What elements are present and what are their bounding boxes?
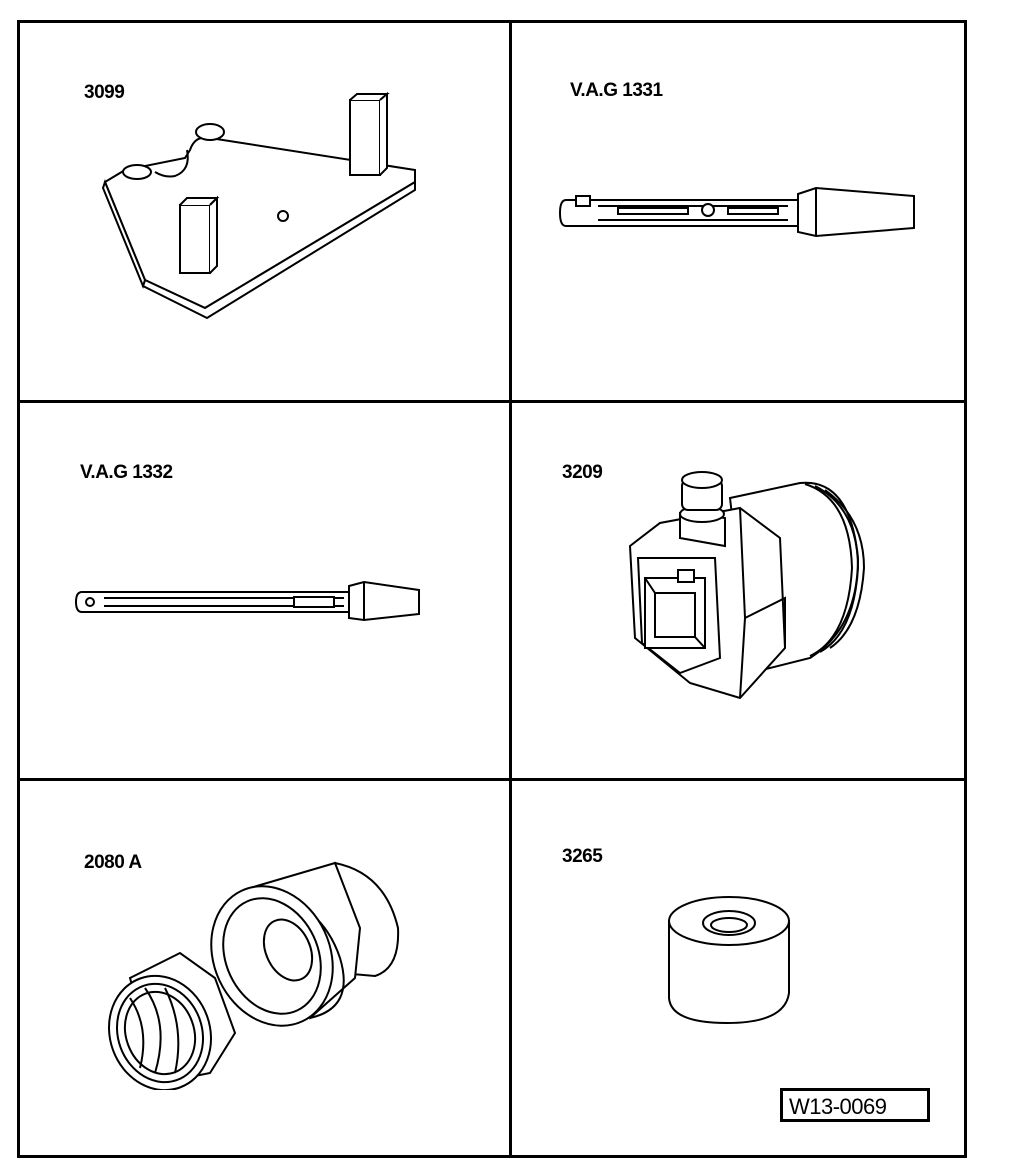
grid-horizontal-divider-2 (20, 778, 964, 781)
socket-adapter-icon (628, 471, 866, 700)
reference-number: W13-0069 (789, 1094, 887, 1119)
puller-sleeves-icon (107, 861, 400, 1090)
grid-horizontal-divider-1 (20, 400, 964, 403)
setting-plate-icon (101, 91, 416, 320)
tool-label-2080-a: 2080 A (84, 852, 142, 873)
reference-number-box: W13-0069 (780, 1088, 930, 1122)
bushing-icon (668, 896, 790, 1025)
tool-label-vag-1332: V.A.G 1332 (80, 462, 173, 483)
grid-vertical-divider (509, 23, 512, 1155)
tool-sheet (17, 20, 967, 1158)
torque-wrench-icon (558, 186, 915, 238)
tool-label-vag-1331: V.A.G 1331 (570, 80, 663, 101)
tool-label-3265: 3265 (562, 846, 603, 867)
tool-label-3099: 3099 (84, 82, 125, 103)
torque-wrench-long-icon (74, 580, 420, 622)
tool-label-3209: 3209 (562, 462, 603, 483)
